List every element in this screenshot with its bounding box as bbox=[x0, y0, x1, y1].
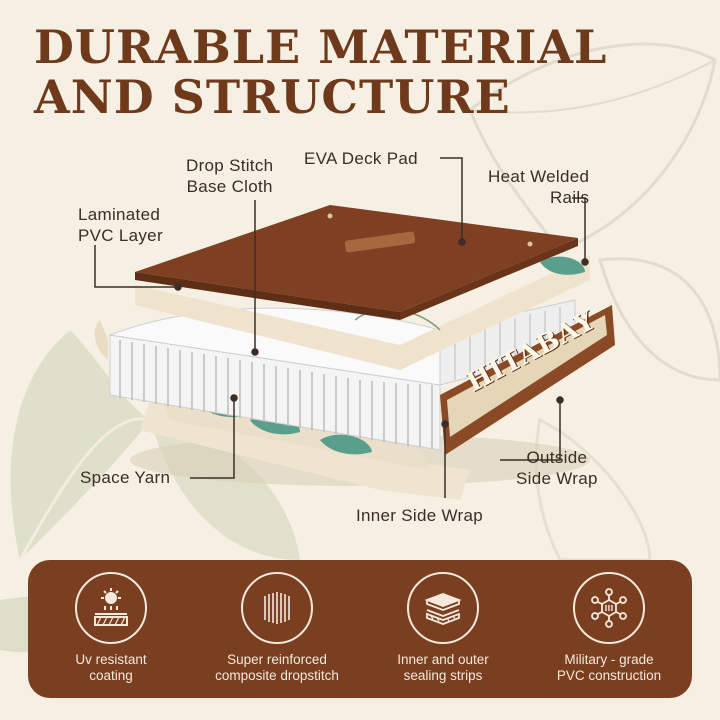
page-title: DURABLE MATERIAL AND STRUCTURE bbox=[34, 22, 607, 122]
label-heat-welded: Heat Welded Rails bbox=[488, 166, 589, 208]
feature-sealing-line2: sealing strips bbox=[403, 668, 483, 683]
drop-stitch-core bbox=[108, 299, 576, 451]
leader-space-yarn bbox=[190, 398, 235, 479]
leader-heat-welded bbox=[572, 197, 586, 262]
leader-outside-wrap bbox=[500, 400, 561, 461]
feature-uv: Uv resistant coating bbox=[28, 572, 194, 684]
label-drop-stitch-line2: Base Cloth bbox=[186, 177, 273, 196]
feature-dropstitch-line1: Super reinforced bbox=[227, 652, 327, 667]
sun-shield-icon bbox=[75, 572, 147, 644]
feature-pvc-line2: PVC construction bbox=[556, 668, 662, 683]
leader-laminated bbox=[94, 245, 178, 288]
label-outside-line1: Outside bbox=[526, 448, 588, 467]
molecule-icon bbox=[573, 572, 645, 644]
label-outside-wrap: Outside Side Wrap bbox=[516, 447, 598, 489]
feature-uv-line2: coating bbox=[89, 668, 133, 683]
eva-deck-pad bbox=[135, 205, 578, 320]
title-line-2: AND STRUCTURE bbox=[34, 70, 511, 124]
label-heat-welded-line2: Rails bbox=[549, 188, 590, 207]
feature-pvc-label: Military - grade PVC construction bbox=[526, 652, 692, 684]
feature-uv-label: Uv resistant coating bbox=[28, 652, 194, 684]
feature-uv-line1: Uv resistant bbox=[75, 652, 147, 667]
layers-icon bbox=[407, 572, 479, 644]
label-laminated-pvc: Laminated PVC Layer bbox=[78, 204, 163, 246]
feature-sealing-line1: Inner and outer bbox=[397, 652, 489, 667]
label-heat-welded-line1: Heat Welded bbox=[488, 167, 590, 186]
features-panel: Uv resistant coating Super reinforced co… bbox=[28, 560, 692, 698]
label-laminated-line1: Laminated bbox=[78, 205, 161, 224]
label-inner-wrap: Inner Side Wrap bbox=[356, 506, 484, 525]
label-drop-stitch-line1: Drop Stitch bbox=[186, 156, 274, 175]
label-eva-deck-pad: EVA Deck Pad bbox=[304, 149, 418, 168]
feature-sealing-label: Inner and outer sealing strips bbox=[360, 652, 526, 684]
label-drop-stitch: Drop Stitch Base Cloth bbox=[186, 155, 273, 197]
feature-pvc-line1: Military - grade bbox=[564, 652, 654, 667]
label-outside-line2: Side Wrap bbox=[516, 469, 598, 488]
label-space-yarn: Space Yarn bbox=[80, 468, 171, 487]
label-laminated-line2: PVC Layer bbox=[78, 226, 163, 245]
leader-eva bbox=[440, 157, 463, 242]
dropstitch-icon bbox=[241, 572, 313, 644]
feature-pvc: Military - grade PVC construction bbox=[526, 572, 692, 684]
title-line-1: DURABLE MATERIAL bbox=[34, 20, 608, 74]
callout-lines bbox=[94, 157, 589, 498]
outside-side-wrap bbox=[94, 305, 615, 455]
feature-dropstitch-label: Super reinforced composite dropstitch bbox=[194, 652, 360, 684]
feature-dropstitch-line2: composite dropstitch bbox=[215, 668, 339, 683]
feature-dropstitch: Super reinforced composite dropstitch bbox=[194, 572, 360, 684]
feature-sealing: Inner and outer sealing strips bbox=[360, 572, 526, 684]
